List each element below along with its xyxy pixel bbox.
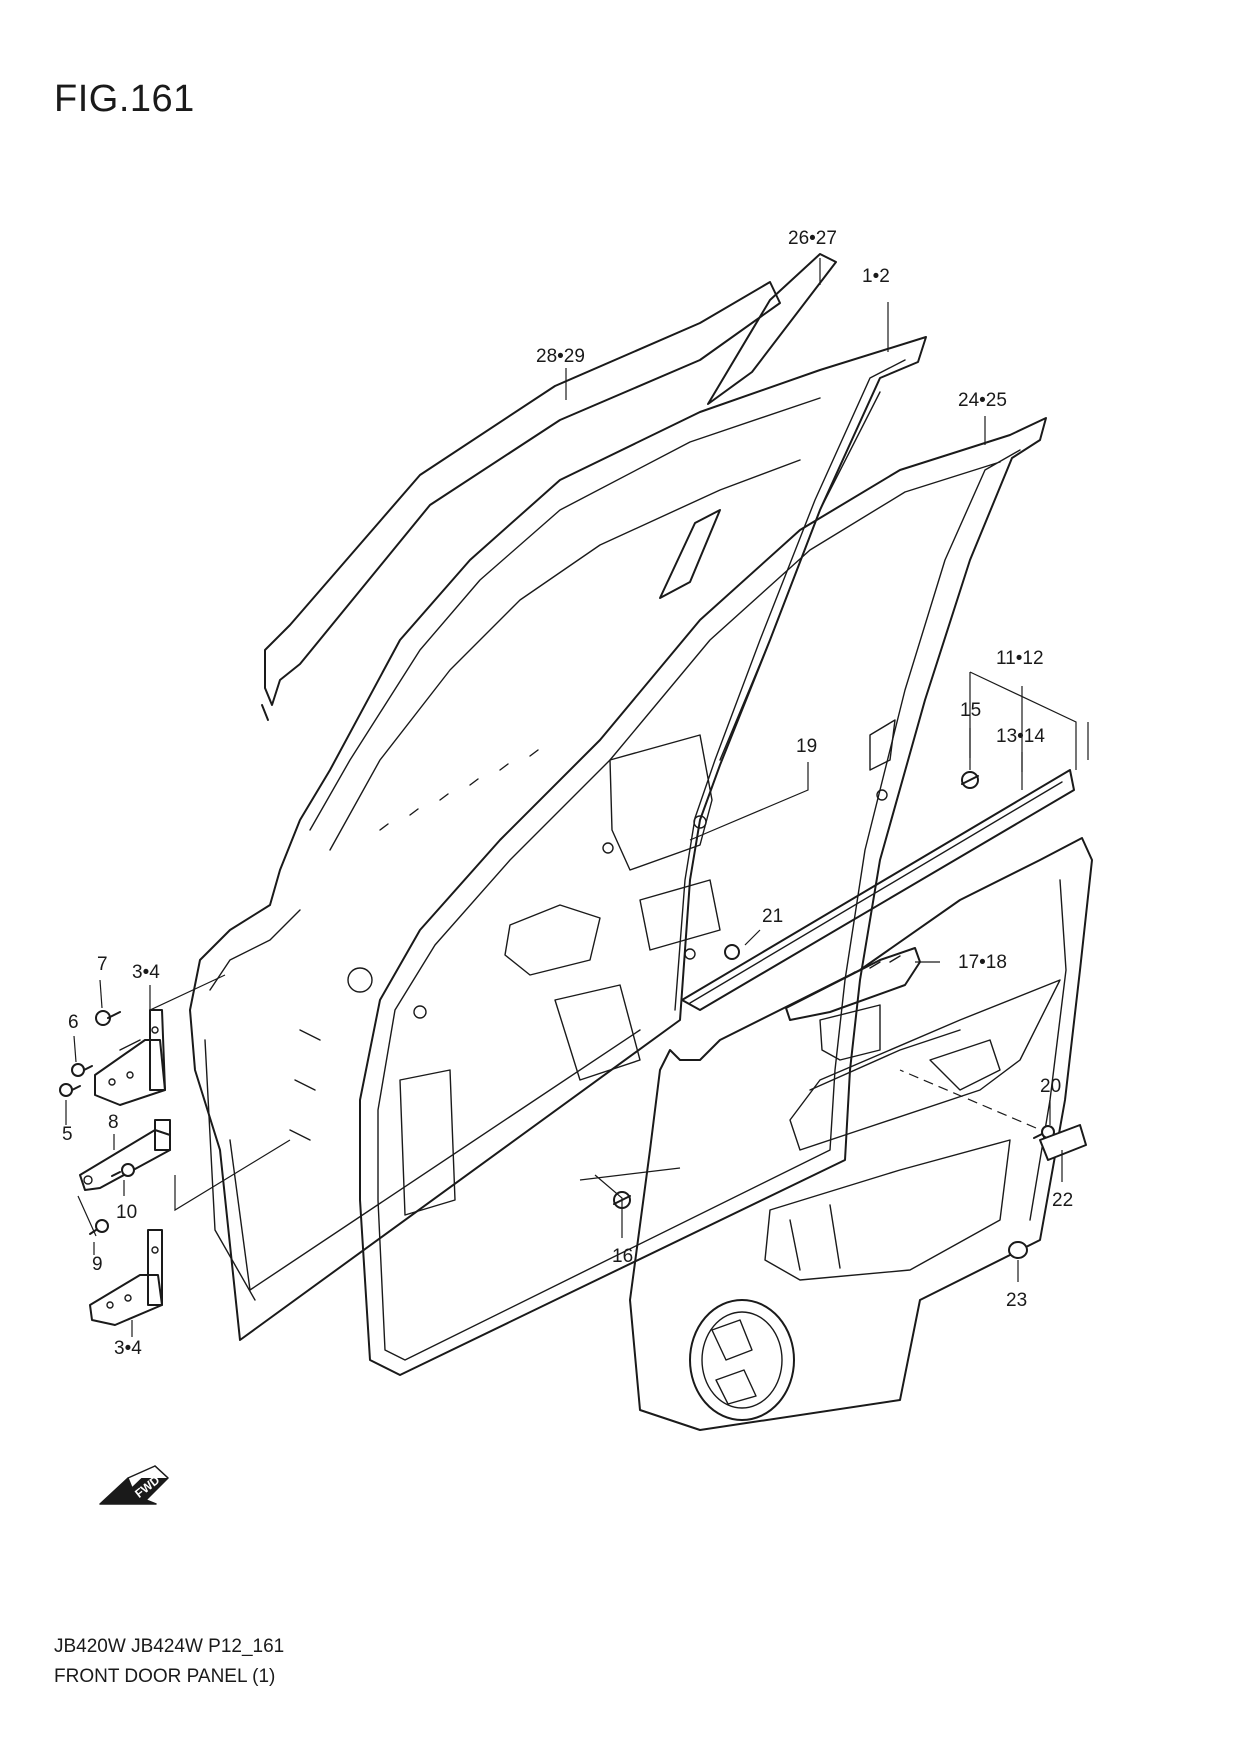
callout-19: 19: [796, 736, 817, 757]
callout-24-25: 24•25: [958, 390, 1007, 411]
belt-weatherstrip-11-14: [681, 769, 1075, 1011]
door-panel-1-2: [189, 336, 927, 1341]
callout-8: 8: [108, 1112, 119, 1133]
callout-17-18: 17•18: [958, 952, 1007, 973]
glass-channel-26-27: [659, 253, 837, 599]
leader-lines: [65, 258, 1089, 1337]
bolt-9: [89, 1219, 109, 1235]
check-link-8: [79, 1119, 171, 1191]
callout-9: 9: [92, 1254, 103, 1275]
door-trim-panel: [629, 837, 1093, 1431]
callout-labels: 26•27 1•2 28•29 24•25 11•12 15 13•14 19 …: [62, 228, 1073, 1359]
callout-22: 22: [1052, 1190, 1073, 1211]
callout-26-27: 26•27: [788, 228, 837, 249]
callout-16: 16: [612, 1246, 633, 1267]
callout-5: 5: [62, 1124, 73, 1145]
callout-20: 20: [1040, 1076, 1061, 1097]
bolt-7: [95, 1010, 121, 1026]
hinge-lower-3-4: [89, 1229, 163, 1326]
hinge-upper-3-4: [94, 1009, 166, 1106]
bolt-10: [111, 1163, 135, 1177]
callout-3-4-bottom: 3•4: [114, 1338, 142, 1359]
callout-11-12: 11•12: [996, 648, 1044, 669]
callout-23: 23: [1006, 1290, 1027, 1311]
model-code: JB420W JB424W P12_161: [54, 1636, 285, 1657]
bolt-6: [71, 1063, 93, 1077]
figure-title: FIG.161: [54, 78, 195, 120]
callout-6: 6: [68, 1012, 79, 1033]
callout-15: 15: [960, 700, 981, 721]
callout-13-14: 13•14: [996, 726, 1045, 747]
callout-10: 10: [116, 1202, 137, 1223]
callout-21: 21: [762, 906, 783, 927]
figure-name: FRONT DOOR PANEL (1): [54, 1666, 276, 1687]
clip-15: [961, 771, 979, 789]
callout-3-4-top: 3•4: [132, 962, 160, 983]
cap-22: [1039, 1124, 1087, 1161]
window-molding-28-29: [261, 281, 781, 721]
weatherstrip-24-25: [359, 417, 1047, 1376]
clip-23: [1008, 1241, 1028, 1259]
fwd-arrow-icon: FWD: [99, 1465, 169, 1505]
bolts: [59, 771, 1087, 1259]
clip-21: [724, 944, 740, 960]
callout-7: 7: [97, 954, 108, 975]
callout-1-2: 1•2: [862, 266, 890, 287]
bolt-5: [59, 1083, 81, 1097]
callout-28-29: 28•29: [536, 346, 585, 367]
